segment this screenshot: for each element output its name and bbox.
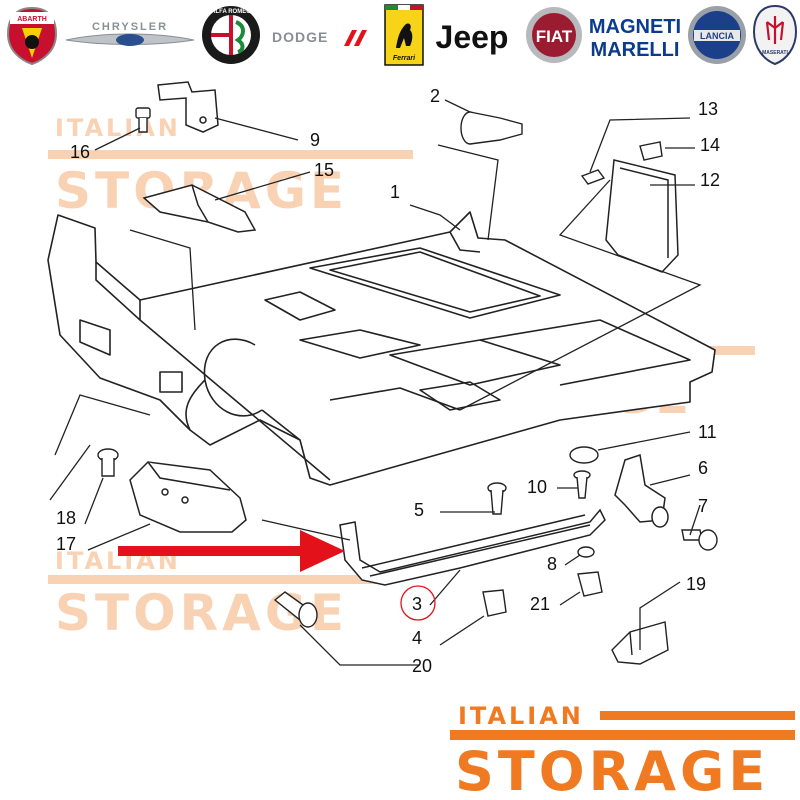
chrysler-logo: CHRYSLER [64, 4, 196, 66]
screw-part-13 [580, 169, 606, 185]
block-part-17 [129, 461, 247, 533]
logo-bar-top [600, 711, 795, 720]
callout-1: 1 [390, 182, 400, 202]
jeep-logo: Jeep [428, 4, 516, 66]
callout-15: 15 [314, 160, 334, 180]
pointer-arrow-icon [118, 530, 345, 572]
watermark-line1: ITALIAN [55, 114, 181, 142]
bolt-part-18 [97, 448, 119, 477]
abarth-logo: ABARTH [4, 4, 60, 66]
callout-16: 16 [70, 142, 90, 162]
abarth-text: ABARTH [17, 16, 47, 23]
callout-17: 17 [56, 534, 76, 554]
marelli-text: MARELLI [591, 39, 680, 61]
plug-part-20 [273, 591, 318, 628]
washer-part-8 [577, 546, 595, 558]
ferrari-logo: Ferrari [384, 4, 424, 66]
mount-plate-part-9 [157, 81, 219, 133]
callout-10: 10 [527, 477, 547, 497]
logo-line2: STORAGE [455, 740, 769, 800]
floor-pan [47, 211, 716, 486]
callout-21: 21 [530, 594, 550, 614]
screw-part-10 [573, 470, 591, 499]
clip-part-14 [639, 141, 663, 161]
clip-part-21 [577, 571, 603, 597]
fiat-text: FIAT [536, 27, 573, 46]
sill-strip-part-3 [339, 508, 606, 586]
ferrari-text: Ferrari [393, 55, 416, 62]
circle-highlight-icon [400, 585, 436, 621]
cap-part-11 [569, 446, 599, 464]
callout-13: 13 [698, 99, 718, 119]
logo-line1: ITALIAN [458, 702, 584, 730]
callout-6: 6 [698, 458, 708, 478]
callout-3: 3 [412, 594, 422, 614]
callout-9: 9 [310, 130, 320, 150]
plug-part-2 [460, 111, 523, 145]
side-panel-part-12 [605, 159, 679, 273]
maserati-text: MASERATI [762, 50, 788, 56]
jeep-text: Jeep [436, 19, 509, 55]
bracket-part-15 [142, 184, 257, 233]
rivet-part-7 [681, 529, 718, 551]
italian-storage-logo: ITALIAN STORAGE [450, 702, 795, 800]
callout-labels: 1 2 3 4 5 6 7 8 9 10 11 12 13 14 15 16 1… [56, 86, 720, 676]
logo-bar-bottom [450, 730, 795, 740]
clip-part-4 [482, 589, 507, 617]
maserati-logo: MASERATI [752, 4, 798, 66]
callout-8: 8 [547, 554, 557, 574]
lancia-logo: LANCIA [686, 4, 748, 66]
alfa-romeo-text: ALFA ROMEO [211, 9, 251, 15]
lancia-text: LANCIA [700, 31, 734, 41]
callout-2: 2 [430, 86, 440, 106]
callout-18: 18 [56, 508, 76, 528]
chrysler-text: CHRYSLER [92, 21, 168, 33]
magneti-marelli-logo: MAGNETI MARELLI [588, 4, 682, 66]
alfa-romeo-logo: ALFA ROMEO [200, 4, 262, 66]
callout-5: 5 [414, 500, 424, 520]
latch-part-6 [614, 454, 669, 528]
callout-14: 14 [700, 135, 720, 155]
brand-logo-bar: ABARTH CHRYSLER ALFA ROMEO DODGE [0, 0, 800, 72]
callout-4: 4 [412, 628, 422, 648]
dodge-logo: DODGE [268, 4, 372, 66]
callout-20: 20 [412, 656, 432, 676]
watermark-bar [48, 150, 413, 159]
callout-7: 7 [698, 496, 708, 516]
dodge-text: DODGE [272, 29, 328, 45]
screw-part-5 [487, 482, 507, 515]
magneti-text: MAGNETI [589, 16, 681, 38]
callout-11: 11 [698, 422, 717, 442]
callout-19: 19 [686, 574, 706, 594]
fiat-logo: FIAT [524, 4, 584, 66]
screw-part-16 [135, 107, 151, 133]
watermark-bar [48, 575, 393, 584]
watermark-bottom-left: ITALIAN STORAGE [48, 547, 393, 642]
callout-12: 12 [700, 170, 720, 190]
